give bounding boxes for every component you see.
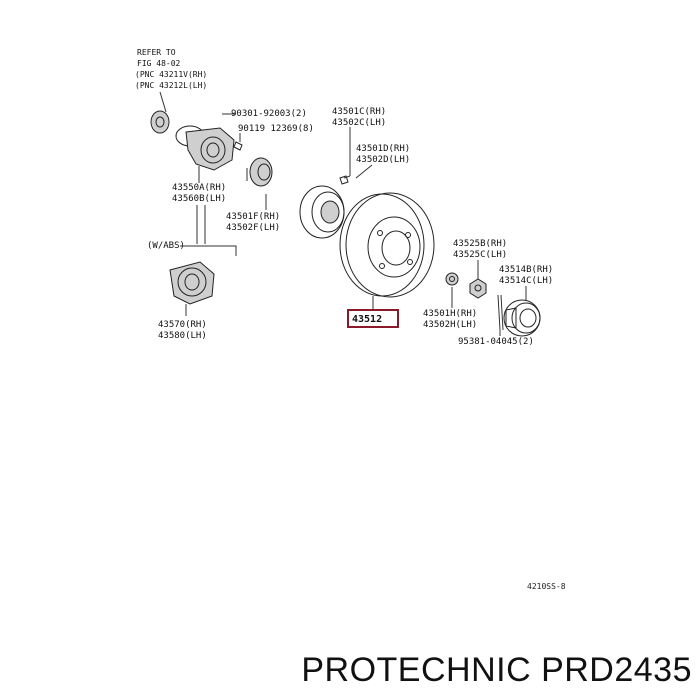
w-abs-bracket <box>180 245 237 256</box>
refer-leader <box>159 91 167 113</box>
refer-line-3: (PNC 43211V(RH) <box>135 70 207 79</box>
brake-disc-part <box>339 192 435 298</box>
label-43502f: 43502F(LH) <box>226 223 280 233</box>
label-43501d: 43501D(RH) <box>356 144 410 154</box>
label-95381: 95381-04045(2) <box>458 337 534 347</box>
label-43501h: 43501H(RH) <box>423 309 477 319</box>
label-43502h: 43502H(LH) <box>423 320 477 330</box>
disc-part-number-box <box>347 309 399 328</box>
steering-knuckle-part <box>150 110 243 171</box>
grease-cap-part <box>503 299 541 337</box>
w-abs-label: (W/ABS) <box>147 241 185 251</box>
axle-hub-part <box>299 175 351 239</box>
cotter-pin-part <box>497 294 504 331</box>
label-43560b: 43560B(LH) <box>172 194 226 204</box>
refer-line-1: REFER TO <box>137 48 176 57</box>
label-43501c: 43501C(RH) <box>332 107 386 117</box>
oil-seal-part <box>246 157 273 187</box>
refer-line-4: (PNC 43212L(LH) <box>135 81 207 90</box>
label-43580: 43580(LH) <box>158 331 207 341</box>
label-43502c: 43502C(LH) <box>332 118 386 128</box>
label-90119: 90119 12369(8) <box>238 124 314 134</box>
label-43514b: 43514B(RH) <box>499 265 553 275</box>
abs-hub-part <box>169 261 215 316</box>
label-43525b: 43525B(RH) <box>453 239 507 249</box>
leader-43501d <box>355 164 373 179</box>
lock-nut-part <box>445 272 459 286</box>
label-43502d: 43502D(LH) <box>356 155 410 165</box>
refer-line-2: FIG 48-02 <box>137 59 181 68</box>
label-43512: 43512 <box>352 314 382 325</box>
label-43501f: 43501F(RH) <box>226 212 280 222</box>
diagram-code: 4210SS-8 <box>527 582 566 591</box>
label-43570: 43570(RH) <box>158 320 207 330</box>
label-43550a: 43550A(RH) <box>172 183 226 193</box>
label-43514c: 43514C(LH) <box>499 276 553 286</box>
label-43525c: 43525C(LH) <box>453 250 507 260</box>
hub-nut-part <box>469 278 487 299</box>
part-number-caption: PROTECHNIC PRD2435 <box>301 651 692 689</box>
label-90301: 90301-92003(2) <box>231 109 307 119</box>
